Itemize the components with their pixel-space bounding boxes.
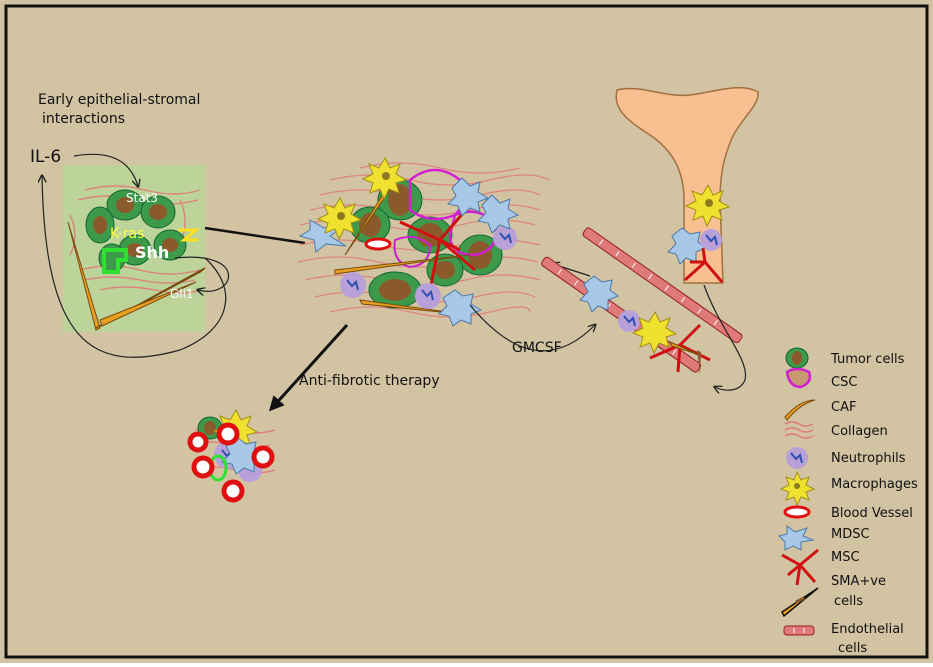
stat3-label: Stat3 (126, 191, 158, 205)
legend-label-caf: CAF (831, 400, 856, 415)
gmcsf-label: GMCSF (512, 340, 562, 356)
legend-label-endothelial-line1: Endothelial (831, 622, 904, 637)
legend-label-macrophages: Macrophages (831, 477, 918, 492)
legend-label-tumor-cells: Tumor cells (830, 352, 905, 367)
early-interaction-panel: Stat3 K-ras Shh Gli1 (63, 165, 205, 332)
shh-label: Shh (135, 243, 169, 262)
neutrophil-icon (786, 447, 808, 469)
legend-label-mdsc: MDSC (831, 527, 870, 542)
legend-label-sma-line1: SMA+ve (831, 574, 886, 589)
central-blood-vessel (366, 239, 390, 249)
legend-label-sma-line2: cells (834, 594, 863, 609)
early-interactions-title-2: interactions (42, 111, 125, 127)
early-interactions-title-1: Early epithelial-stromal (38, 92, 200, 108)
legend-label-csc: CSC (831, 375, 857, 390)
gli1-label: Gli1 (170, 287, 194, 301)
endothelial-cell-icon (784, 626, 814, 635)
il6-label: IL-6 (30, 147, 61, 167)
legend-label-blood-vessel: Blood Vessel (831, 506, 913, 521)
legend-label-endothelial-line2: cells (838, 641, 867, 656)
antifibrotic-label: Anti-fibrotic therapy (299, 373, 440, 389)
kras-label: K-ras (110, 226, 144, 242)
legend-label-collagen: Collagen (831, 424, 888, 439)
legend-label-neutrophils: Neutrophils (831, 451, 906, 466)
tumor-cell-icon (786, 348, 808, 368)
macrophage-icon (781, 472, 814, 505)
blood-vessel-icon (785, 507, 809, 517)
legend-label-msc: MSC (831, 550, 860, 565)
